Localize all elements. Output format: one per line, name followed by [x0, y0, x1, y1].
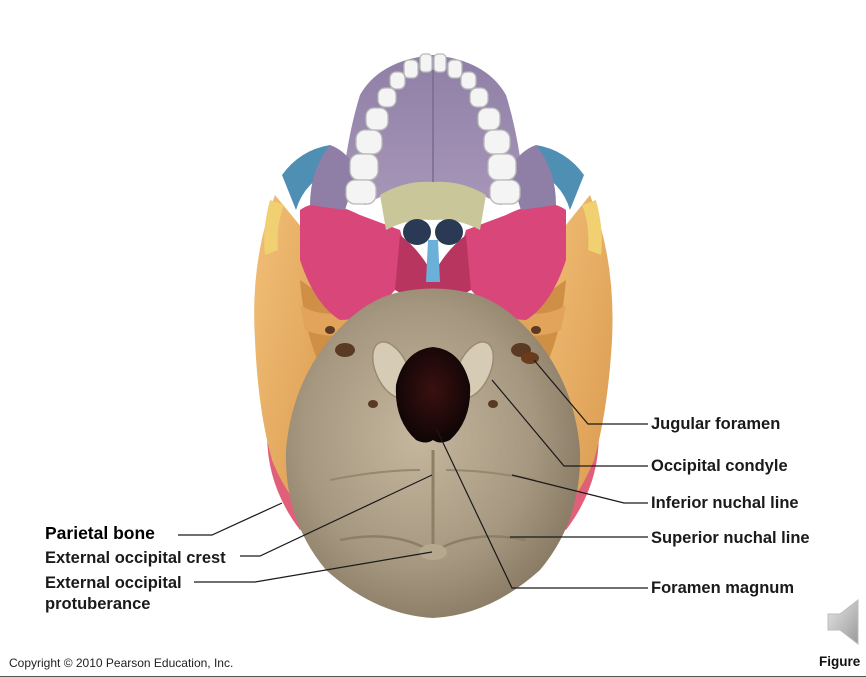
- leader-external-occipital-protuberance: [194, 551, 433, 583]
- label-external-occipital-crest: External occipital crest: [45, 549, 226, 567]
- label-foramen-magnum: Foramen magnum: [651, 579, 795, 597]
- palatine-region: [380, 181, 486, 230]
- label-jugular-foramen: Jugular foramen: [651, 415, 781, 433]
- choanae: [403, 219, 463, 282]
- figure-label: Figure: [819, 654, 861, 669]
- occipital-bone-region: [285, 288, 581, 618]
- leader-lines: [178, 359, 648, 589]
- foramen-magnum-shape: [395, 347, 471, 443]
- label-occipital-condyle: Occipital condyle: [651, 457, 788, 475]
- speaker-icon[interactable]: [826, 598, 866, 646]
- leader-occipital-condyle: [491, 379, 648, 467]
- leader-inferior-nuchal-line: [511, 474, 648, 504]
- label-inferior-nuchal-line: Inferior nuchal line: [651, 494, 799, 512]
- leader-parietal-bone: [178, 502, 283, 536]
- leader-jugular-foramen: [533, 359, 648, 425]
- sphenoid-region: [300, 203, 566, 320]
- teeth-row: [345, 53, 521, 205]
- leader-external-occipital-crest: [240, 474, 433, 557]
- leader-foramen-magnum: [436, 429, 648, 589]
- copyright-text: Copyright © 2010 Pearson Education, Inc.: [9, 656, 234, 670]
- label-external-occipital-protuberance-1: External occipital: [45, 574, 182, 592]
- label-parietal-bone: Parietal bone: [45, 523, 155, 543]
- label-external-occipital-protuberance-2: protuberance: [45, 595, 151, 613]
- label-superior-nuchal-line: Superior nuchal line: [651, 529, 810, 547]
